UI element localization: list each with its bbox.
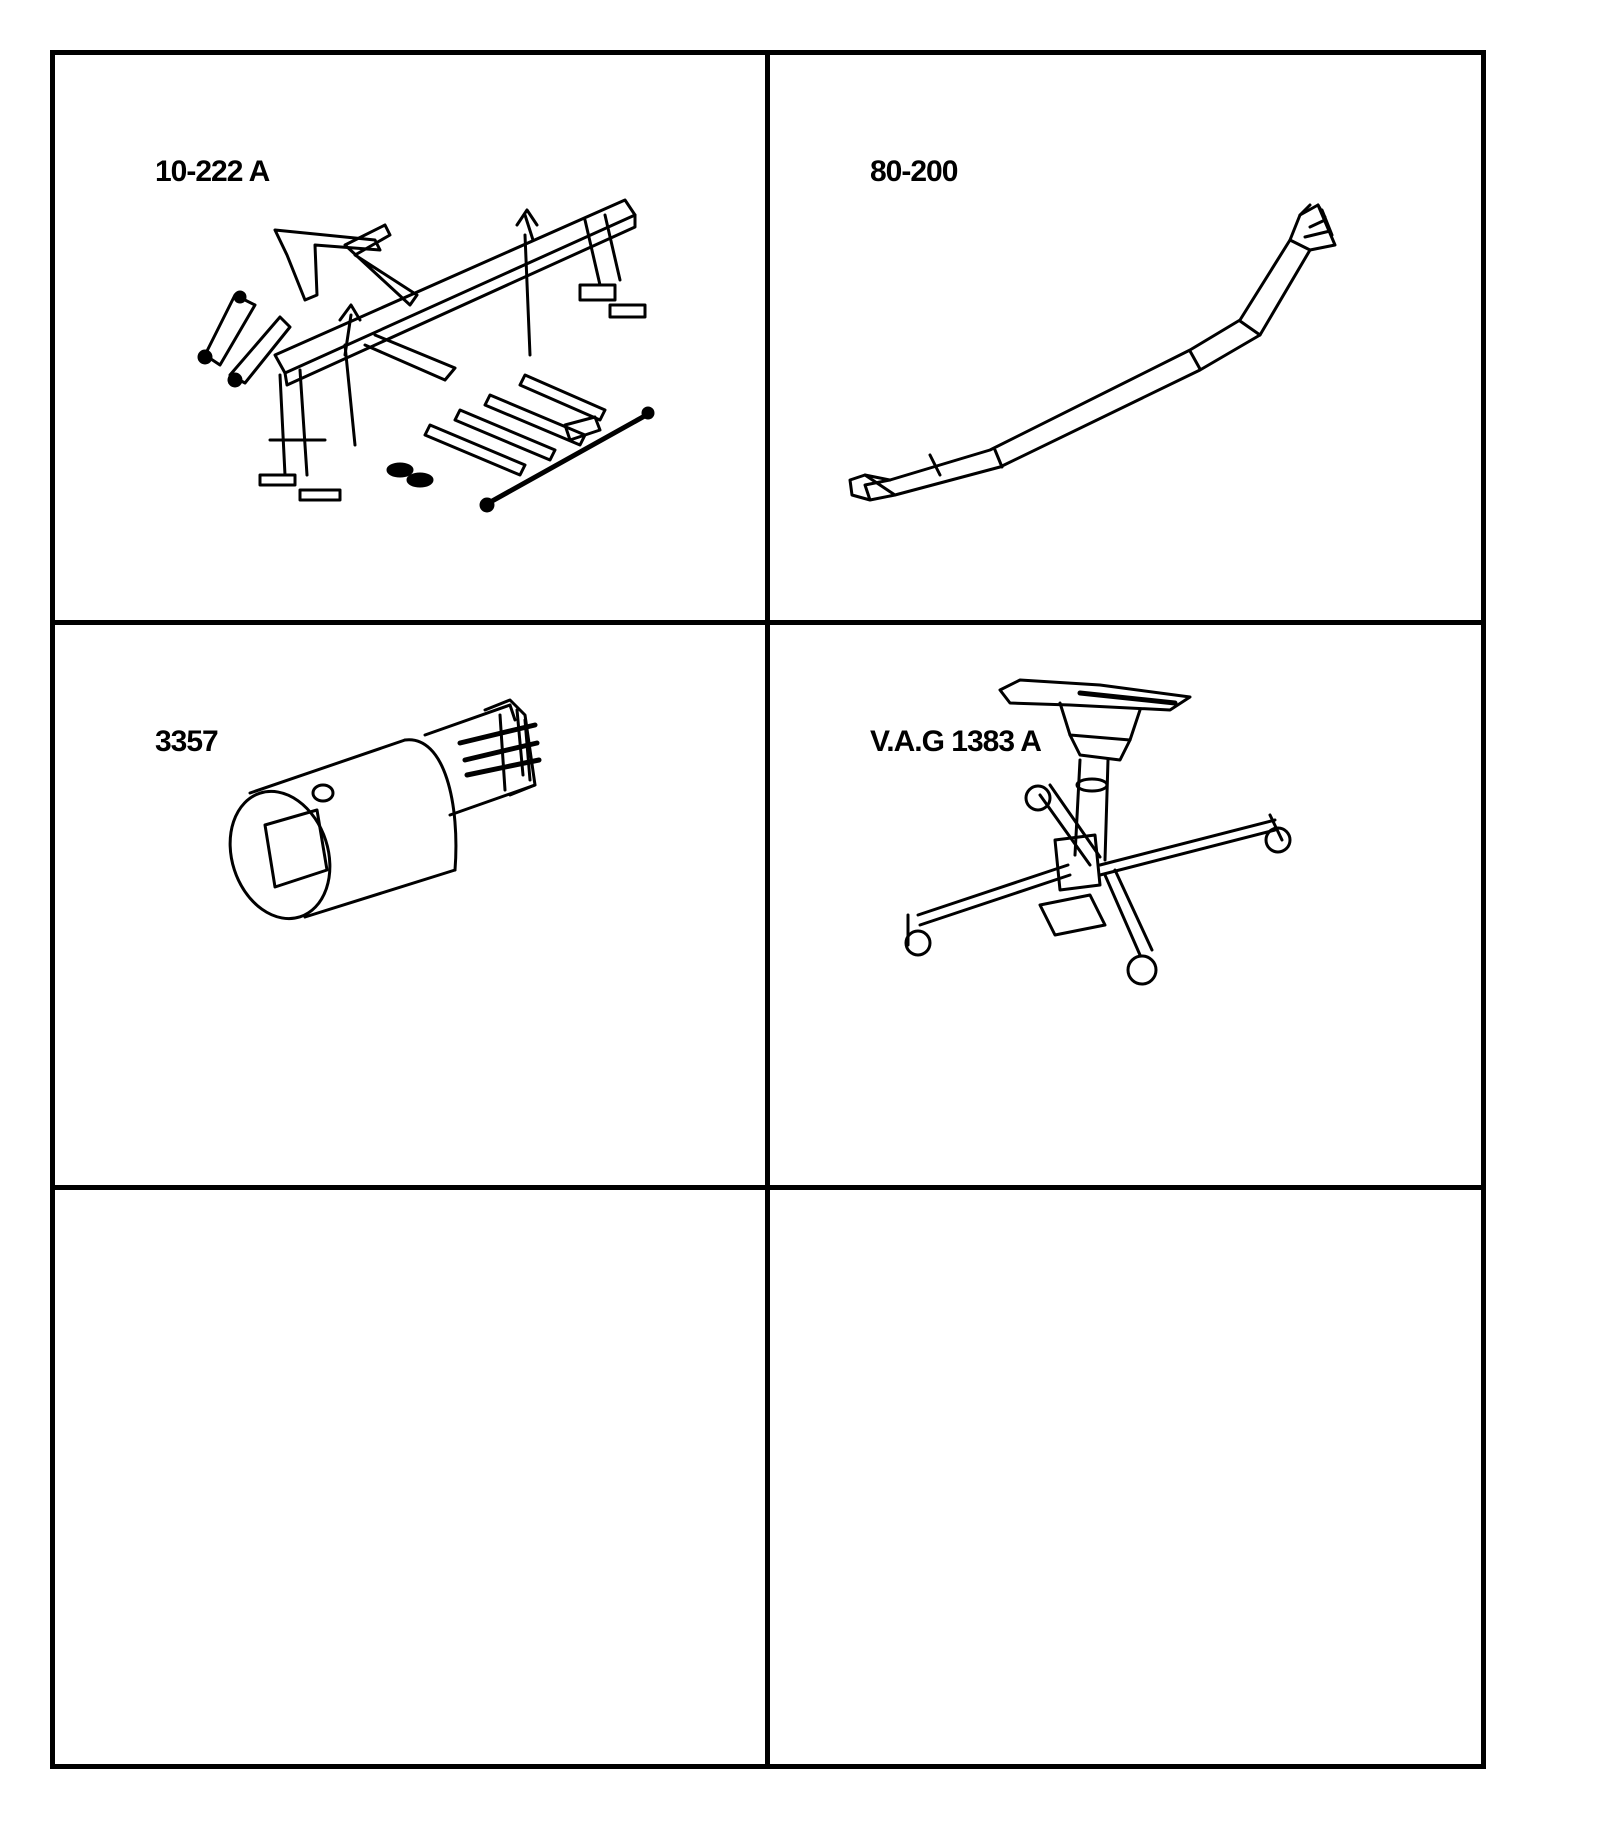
transmission-jack-icon xyxy=(904,678,1292,986)
pry-lever-icon xyxy=(848,203,1337,502)
empty-tool-cell xyxy=(55,1190,765,1765)
grid-divider-vertical xyxy=(765,55,770,1764)
tool-label: V.A.G 1383 A xyxy=(870,725,1042,758)
grid-divider-horizontal xyxy=(55,1185,1481,1190)
tool-cell: V.A.G 1383 A xyxy=(770,625,1480,1185)
tool-label: 3357 xyxy=(155,725,219,758)
tool-cell: 3357 xyxy=(55,625,765,1185)
grid-divider-horizontal xyxy=(55,620,1481,625)
tool-cell: 80-200 xyxy=(770,55,1480,615)
special-tools-grid: 10-222 A xyxy=(50,50,1486,1769)
tool-label: 10-222 A xyxy=(155,155,270,188)
engine-support-bridge-icon xyxy=(197,198,655,513)
spline-socket-icon xyxy=(228,698,542,921)
tool-label: 80-200 xyxy=(870,155,958,188)
tool-cell: 10-222 A xyxy=(55,55,765,615)
empty-tool-cell xyxy=(770,1190,1480,1765)
